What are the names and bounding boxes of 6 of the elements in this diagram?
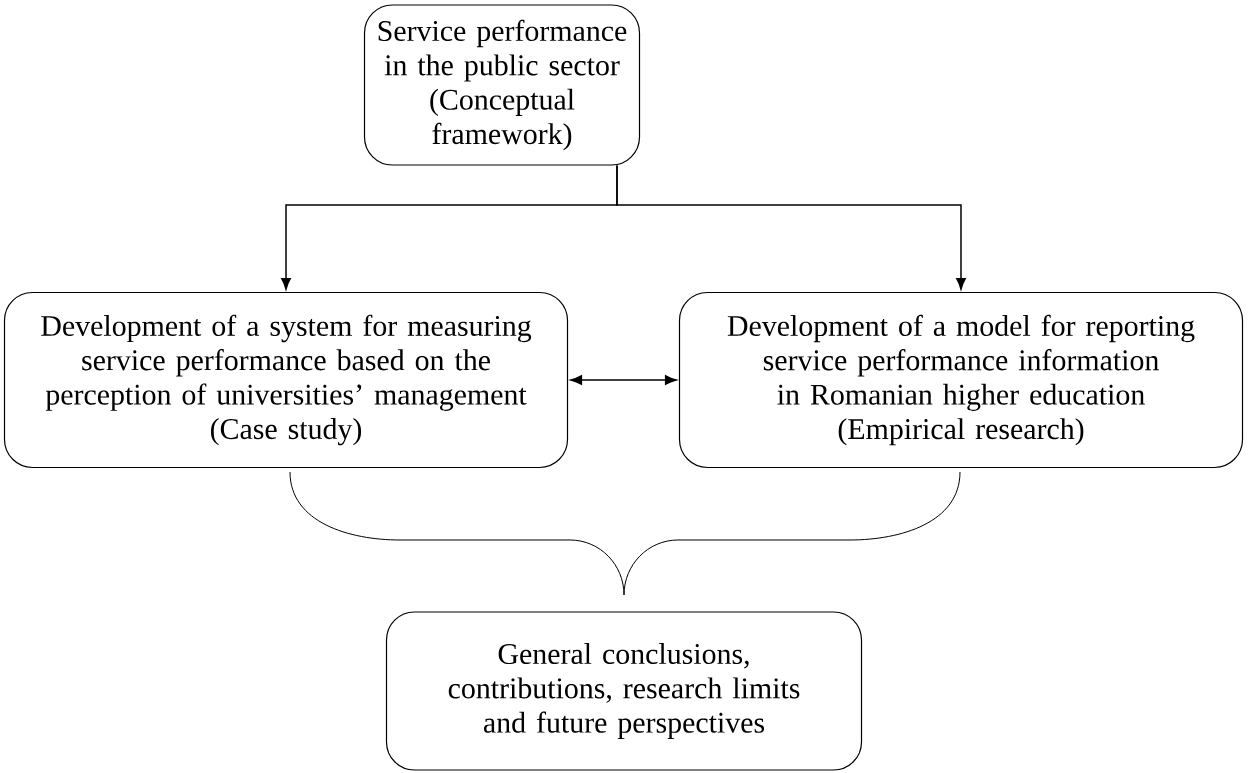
process-box: Development of a model for reporting service performance information in Romanian higher education (Empirical research) [678,291,1244,469]
arrow [616,164,966,290]
arrow [570,375,677,385]
process-box: Development of a system for measuring service performance based on the perception of universities’ management (Case study) [3,291,569,469]
process-box: General conclusions, contributions, research limits and future perspectives [385,611,863,771]
process-box: Service performance in the public sector (Conceptual framework) [363,4,641,166]
